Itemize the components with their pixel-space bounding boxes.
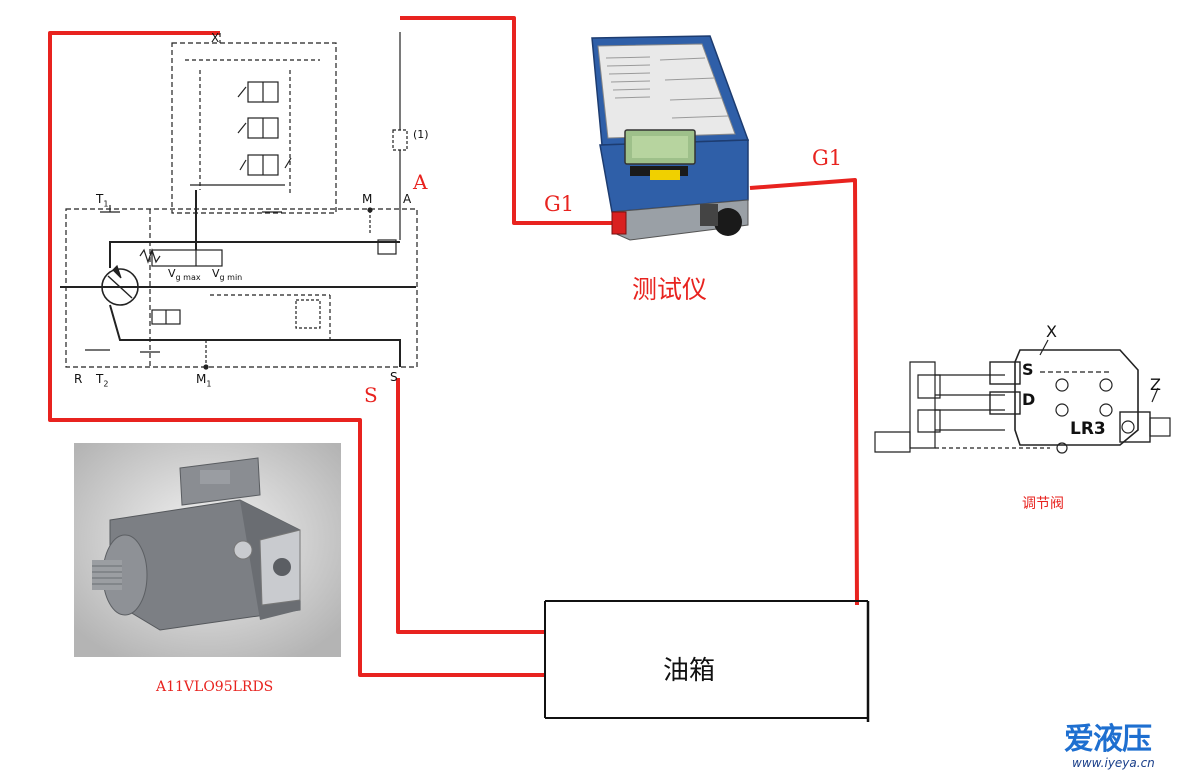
hydraulic-tester	[591, 35, 750, 241]
schematic-r-label: R	[74, 372, 83, 386]
schematic-note-label: (1)	[413, 128, 429, 141]
g1-left-label: G1	[544, 192, 575, 216]
schematic-vgmin-label: Vg min	[212, 267, 243, 283]
pump-photo	[74, 443, 341, 657]
port-s-label: S	[364, 383, 378, 407]
schematic-m1-label: M1	[196, 372, 212, 389]
tank-label: 油箱	[663, 656, 716, 686]
schematic-vgmax-label: Vg max	[168, 267, 201, 283]
oil-tank	[544, 600, 870, 722]
schematic-m-label: M	[362, 192, 373, 206]
schematic-t2-label: T2	[96, 372, 109, 389]
schematic-s-label: S	[390, 370, 398, 384]
valve-z-label: Z	[1150, 375, 1161, 394]
g1-right-label: G1	[812, 146, 843, 170]
valve-x-label: X	[1046, 322, 1057, 341]
valve-s-label: S	[1022, 360, 1034, 379]
hose-s-to-tank	[396, 378, 545, 634]
schematic-x-label: X	[211, 31, 220, 45]
hose-lines	[48, 16, 859, 677]
pump-caption: A11VLO95LRDS	[156, 679, 274, 695]
tester-label: 测试仪	[632, 275, 708, 304]
setting-cylinder	[151, 249, 223, 267]
watermark-url: www.iyeya.cn	[1072, 756, 1155, 770]
schematic-t1-label: T1	[96, 192, 109, 209]
schematic-a-label: A	[403, 192, 412, 206]
valve-drawing	[874, 339, 1171, 454]
valve-d-label: D	[1022, 390, 1036, 409]
pump-schematic	[60, 32, 418, 370]
logo-icon	[1062, 714, 1190, 754]
hose-pilot-x-to-tank	[48, 31, 545, 677]
port-a-label: A	[413, 170, 428, 194]
hose-a-to-tester	[400, 16, 615, 225]
valve-caption: 调节阀	[1022, 496, 1064, 512]
hose-tester-to-tank	[749, 178, 859, 606]
valve-model-label: LR3	[1070, 419, 1106, 439]
watermark-logo-text: 爱液压	[1064, 722, 1152, 757]
